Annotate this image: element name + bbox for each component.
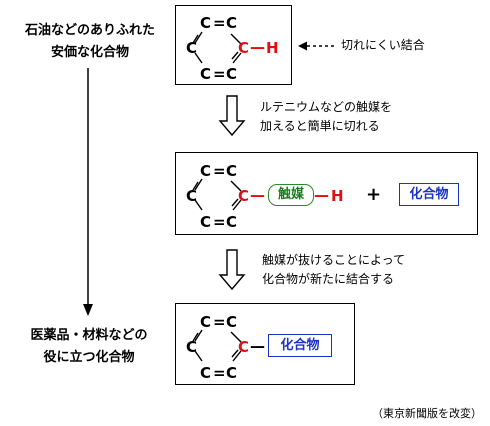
atom-c3-reactive: C: [238, 39, 250, 57]
atom-c5: C: [200, 65, 212, 83]
bond-c-compound: —: [250, 337, 265, 355]
plus-sign: +: [366, 184, 382, 205]
atom-c1: C: [200, 14, 212, 32]
step2-note: 触媒が抜けることによって 化合物が新たに結合する: [262, 251, 405, 289]
bond-double-top: =: [213, 14, 226, 32]
molecule-box-product: C = C C C — 化合物 C = C: [175, 303, 355, 385]
compound-box: 化合物: [399, 183, 459, 206]
step1-note-line1: ルテニウムなどの触媒を: [260, 100, 393, 114]
step-arrow-1: [218, 95, 246, 137]
bond-double-top: =: [213, 313, 226, 331]
dashed-arrow: [298, 41, 336, 51]
step1-note: ルテニウムなどの触媒を 加えると簡単に切れる: [260, 98, 392, 136]
atom-c1: C: [200, 313, 212, 331]
atom-c3-reactive: C: [238, 187, 250, 205]
step2-note-line1: 触媒が抜けることによって: [262, 253, 406, 267]
atom-c3-reactive: C: [238, 338, 250, 356]
bond-double-bottom: =: [213, 364, 226, 382]
benzene-ring-bonds: [192, 31, 242, 64]
molecule-box-intermediate: C = C C C — 触媒 — H + 化合物 C = C: [175, 152, 478, 235]
bond-c-h: —: [250, 38, 265, 56]
progress-arrow: [83, 68, 93, 316]
atom-c4: C: [226, 364, 238, 382]
bond-double-bottom: =: [213, 213, 226, 231]
label-cheap-compound-line1: 石油などのありふれた: [24, 23, 155, 38]
benzene-ring-bonds: [192, 178, 242, 211]
bond-double-top: =: [213, 162, 226, 180]
label-cheap-compound-line2: 安価な化合物: [50, 45, 129, 60]
atom-c2: C: [226, 313, 238, 331]
label-useful-compound-line2: 役に立つ化合物: [43, 350, 135, 365]
label-cheap-compound: 石油などのありふれた 安価な化合物: [0, 20, 180, 64]
label-useful-compound: 医薬品・材料などの 役に立つ化合物: [0, 325, 178, 369]
step-arrow-2: [218, 249, 246, 291]
label-useful-compound-line1: 医薬品・材料などの: [30, 328, 148, 343]
benzene-ring-bonds: [192, 329, 242, 362]
bond-double-bottom: =: [213, 65, 226, 83]
atom-c6: C: [186, 39, 198, 57]
source-credit: （東京新聞版を改変）: [372, 407, 482, 420]
step2-note-line2: 化合物が新たに結合する: [262, 272, 395, 286]
atom-c5: C: [200, 213, 212, 231]
atom-c5: C: [200, 364, 212, 382]
atom-c4: C: [226, 213, 238, 231]
step1-note-line2: 加えると簡単に切れる: [260, 119, 380, 133]
molecule-box-start: C = C C C — H C = C: [175, 5, 292, 85]
atom-c2: C: [226, 162, 238, 180]
bond-catalyst-h: —: [314, 186, 329, 204]
atom-c6: C: [186, 338, 198, 356]
atom-c4: C: [226, 65, 238, 83]
atom-c1: C: [200, 162, 212, 180]
compound-box: 化合物: [268, 334, 332, 357]
atom-hydrogen: H: [266, 39, 279, 57]
atom-hydrogen: H: [331, 187, 344, 205]
atom-c6: C: [186, 187, 198, 205]
bond-c-catalyst: —: [250, 186, 265, 204]
bond-note: 切れにくい結合: [341, 38, 425, 52]
atom-c2: C: [226, 14, 238, 32]
catalyst-badge: 触媒: [268, 184, 314, 206]
